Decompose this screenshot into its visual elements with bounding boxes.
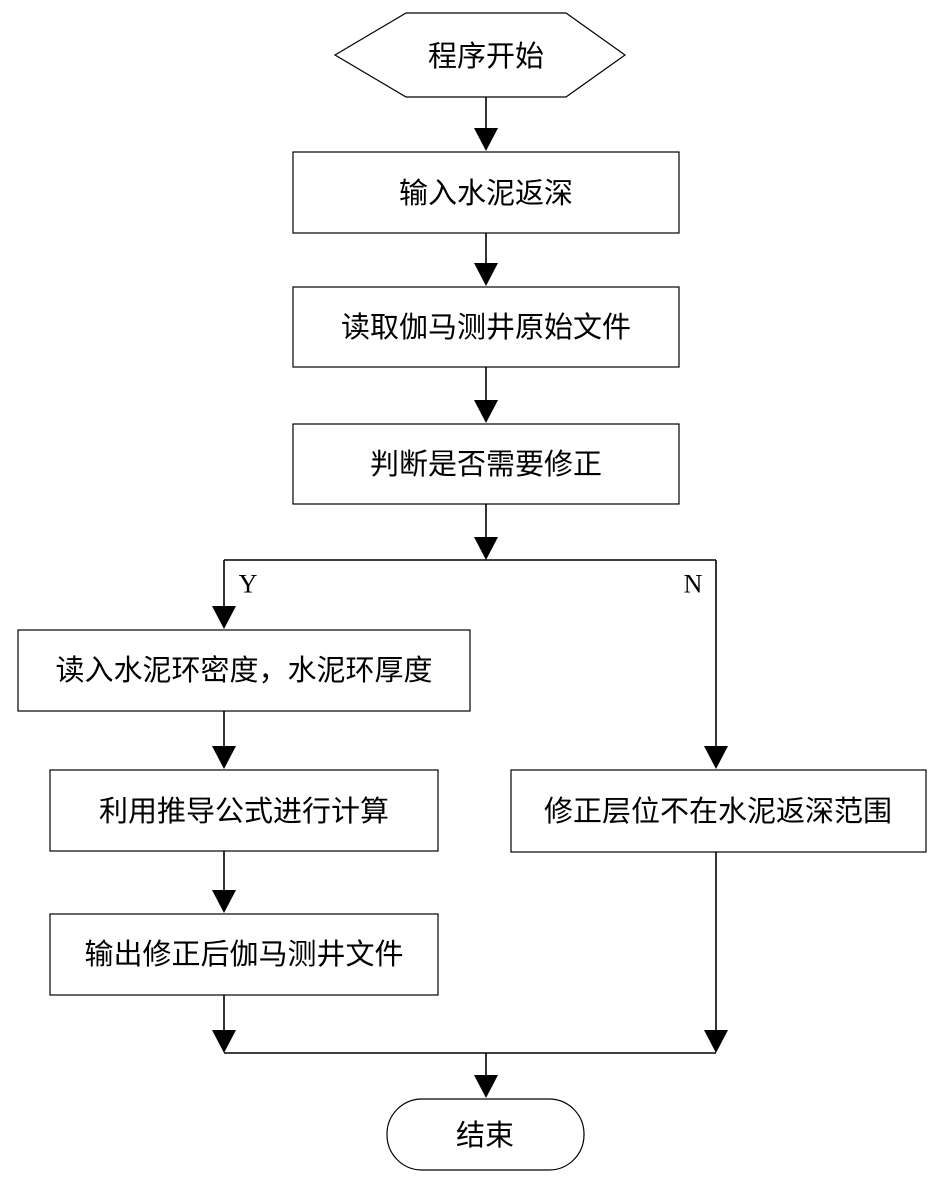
- start-label: 程序开始: [428, 39, 544, 73]
- step-read-file-label: 读取伽马测井原始文件: [341, 310, 631, 344]
- connectors: [212, 97, 728, 1098]
- branch-no-label: N: [684, 570, 703, 599]
- step-input-depth-box: [292, 151, 680, 234]
- step-read-file: 读取伽马测井原始文件: [292, 286, 680, 368]
- step-compute: 利用推导公式进行计算: [49, 769, 439, 852]
- arrowhead-merge-left: [212, 1030, 236, 1053]
- end-node: 结束: [386, 1098, 585, 1171]
- arrowhead-merge-right: [704, 1030, 728, 1053]
- arrowhead-read: [474, 263, 498, 286]
- step-input-depth-label: 输入水泥返深: [399, 176, 573, 210]
- step-decide-box: [292, 423, 680, 505]
- end-terminator: [386, 1098, 585, 1171]
- arrowhead-output: [212, 890, 236, 913]
- step-output-file-box: [49, 913, 439, 996]
- arrowhead-not-in-range: [704, 746, 728, 769]
- step-read-params-label: 读入水泥环密度，水泥环厚度: [55, 653, 432, 687]
- arrowhead-end: [474, 1075, 498, 1098]
- end-label: 结束: [456, 1118, 514, 1152]
- step-output-file: 输出修正后伽马测井文件: [49, 913, 439, 996]
- step-decide: 判断是否需要修正: [292, 423, 680, 505]
- step-compute-box: [49, 769, 439, 852]
- arrowhead-input: [474, 128, 498, 151]
- arrowhead-read-params: [212, 606, 236, 629]
- step-output-file-label: 输出修正后伽马测井文件: [84, 937, 403, 971]
- step-read-file-box: [292, 286, 680, 368]
- arrowhead-decide: [474, 400, 498, 423]
- step-read-params: 读入水泥环密度，水泥环厚度: [17, 629, 471, 712]
- start-node: 程序开始: [333, 12, 627, 98]
- arrowhead-split: [474, 537, 498, 560]
- step-read-params-box: [17, 629, 471, 712]
- step-not-in-range-label: 修正层位不在水泥返深范围: [544, 794, 892, 828]
- arrowhead-compute: [212, 746, 236, 769]
- step-input-depth: 输入水泥返深: [292, 151, 680, 234]
- start-hexagon: [333, 12, 627, 98]
- branch-yes-label: Y: [239, 570, 258, 599]
- step-decide-label: 判断是否需要修正: [370, 447, 602, 481]
- step-compute-label: 利用推导公式进行计算: [99, 794, 389, 828]
- step-not-in-range: 修正层位不在水泥返深范围: [510, 769, 927, 853]
- step-not-in-range-box: [510, 769, 927, 853]
